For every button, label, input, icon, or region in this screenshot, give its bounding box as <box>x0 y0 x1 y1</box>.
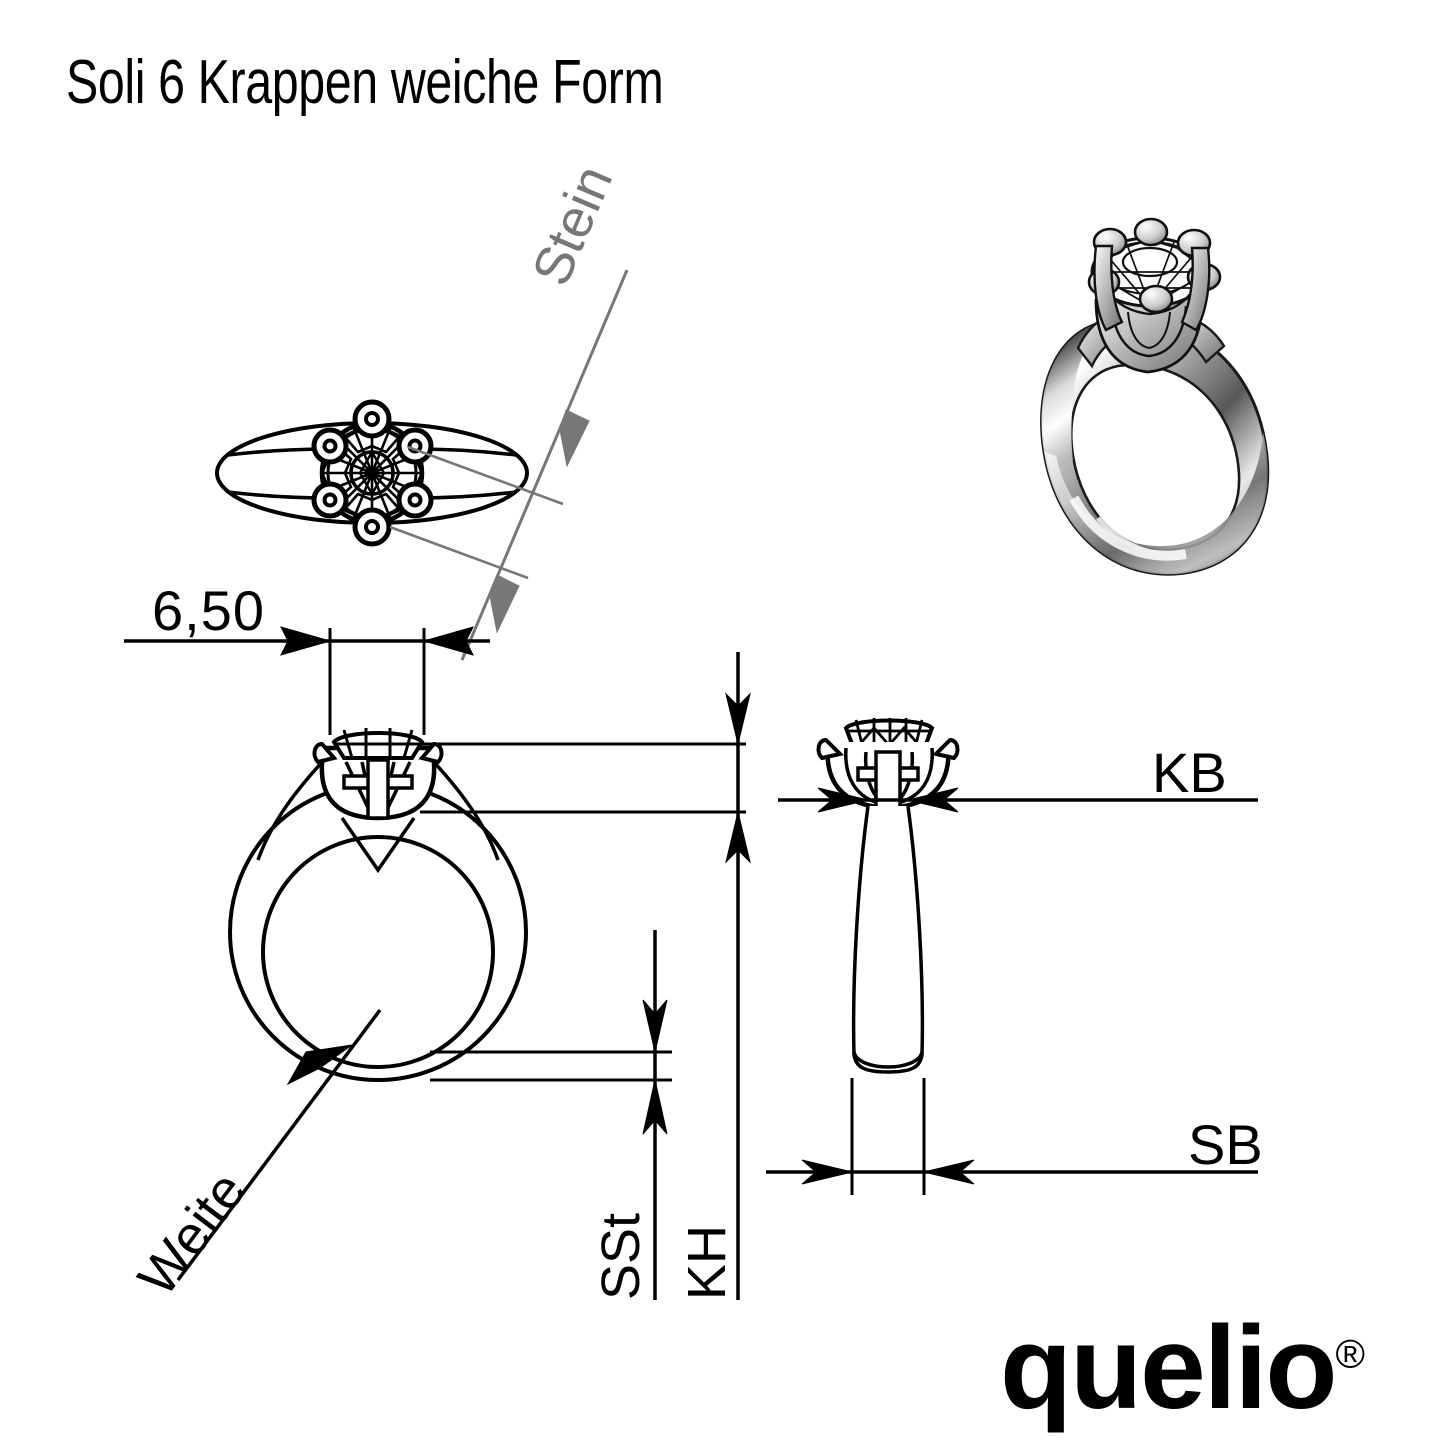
weite-leader <box>176 1008 382 1282</box>
dimension-sb <box>766 1159 1258 1185</box>
dimension-kb <box>778 787 1258 813</box>
dimension-sst <box>642 930 668 1300</box>
brand-name: quelio <box>1000 1302 1337 1434</box>
dimension-kh <box>725 652 751 1300</box>
brand-logo: quelio® <box>1000 1300 1365 1436</box>
registered-trademark-icon: ® <box>1335 1332 1365 1377</box>
dimension-label-stone-diameter: 6,50 <box>152 579 265 642</box>
front-view <box>816 718 960 1195</box>
prong-lower-left <box>311 481 349 519</box>
dimension-label-sst: SSt <box>591 1212 651 1300</box>
projection-lines <box>420 742 746 1082</box>
side-view <box>228 728 528 1082</box>
dimension-label-kh: KH <box>677 1224 737 1300</box>
prong-lower-right <box>396 481 434 519</box>
dimension-label-kb: KB <box>1152 741 1227 804</box>
stein-leader <box>389 269 629 661</box>
prong-upper-left <box>311 427 349 465</box>
dimension-6-50 <box>124 626 490 735</box>
page-title: Soli 6 Krappen weiche Form <box>66 48 664 117</box>
prong-upper-right <box>396 427 434 465</box>
prong-top <box>352 399 392 439</box>
top-view <box>215 399 529 547</box>
prong-bottom <box>352 507 392 547</box>
perspective-view <box>1040 217 1270 576</box>
dimension-label-sb: SB <box>1188 1113 1263 1176</box>
